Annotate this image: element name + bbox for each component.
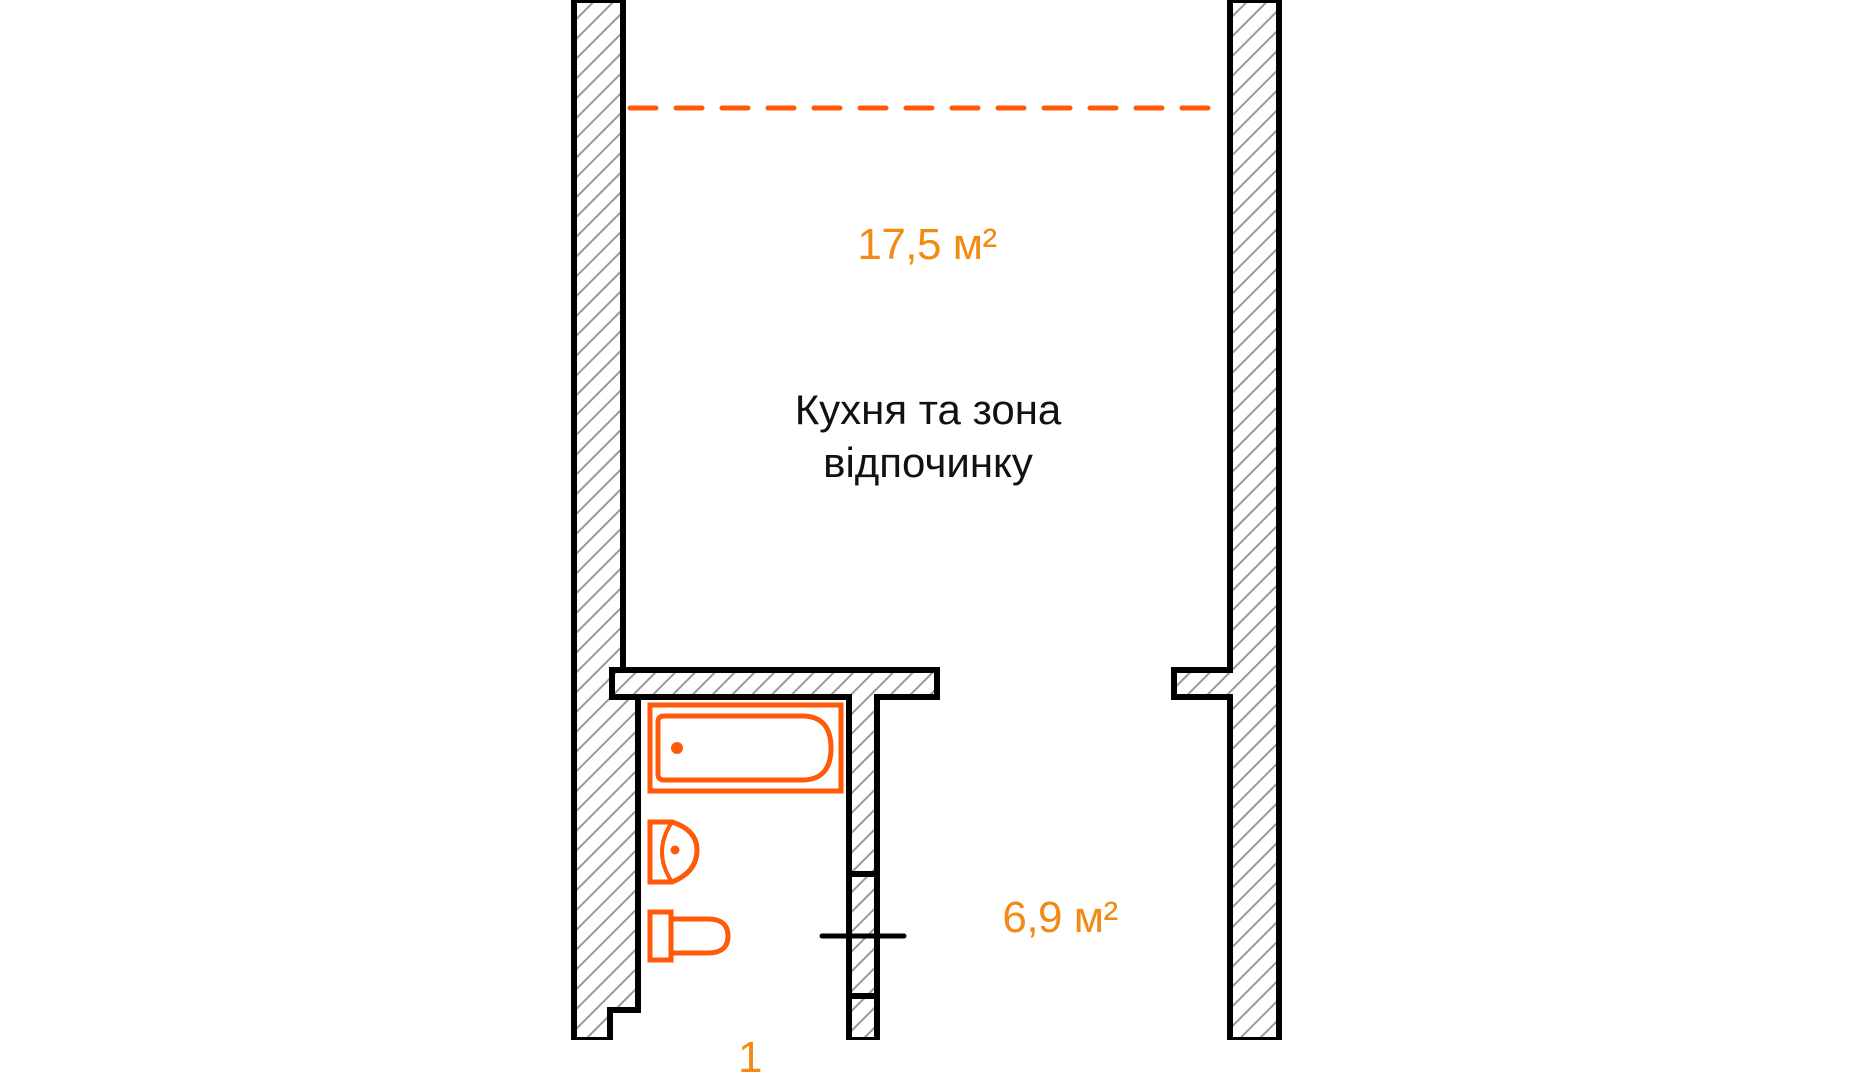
bathtub-icon [647,702,844,794]
room-name-line-2: відпочинку [823,439,1033,486]
right-outer-wall [1171,0,1282,1040]
room-name-line-1: Кухня та зона [794,386,1062,433]
bathroom-area-partial-text: 1 [738,1033,762,1082]
sink-icon [647,819,700,885]
kitchen-room-name: Кухня та зона відпочинку [795,383,1062,489]
kitchen-bottom-partition [609,667,940,1040]
left-outer-wall [571,0,641,1040]
hallway-area-label: 6,9 м² [1002,893,1118,942]
floor-plan [571,0,1282,1040]
bathroom-area-label-partial: 1 [738,1033,762,1083]
toilet-icon [647,909,731,963]
bathroom-door-opening [849,871,877,999]
kitchen-area-label: 17,5 м² [857,220,997,269]
